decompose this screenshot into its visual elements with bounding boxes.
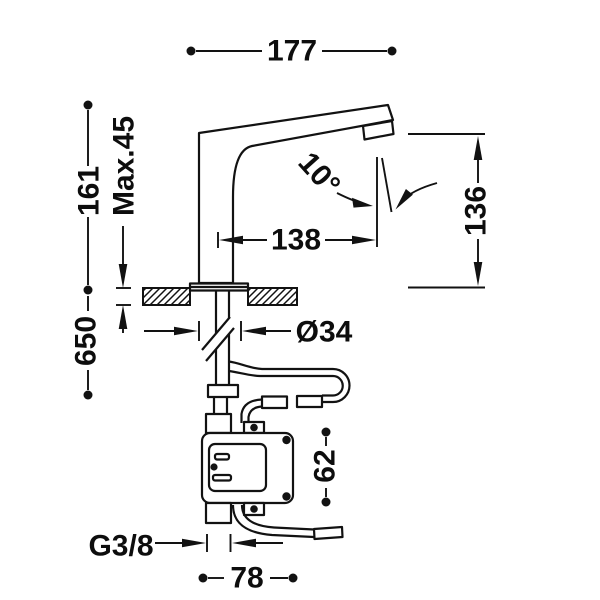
aerator-outlet — [361, 119, 395, 141]
connector-cable-inner — [247, 405, 263, 423]
hose-and-cables — [228, 360, 351, 541]
stream-tilted-line — [381, 157, 393, 213]
dim-label-138: 138 — [271, 224, 321, 257]
dim-dot — [321, 427, 331, 437]
dim-box-width: 78 — [198, 562, 298, 595]
dim-reach: 138 — [217, 224, 376, 257]
pipe-break-mask — [202, 317, 234, 361]
cable-connector-left — [260, 395, 289, 410]
dim-dot — [83, 100, 93, 110]
label-dot — [210, 463, 218, 471]
dim-dot — [83, 390, 93, 400]
dim-dot — [186, 46, 196, 56]
faucet-assembly — [188, 103, 395, 292]
countertop-left-section — [142, 287, 191, 306]
dim-label-g38: G3/8 — [88, 530, 153, 563]
sensor-cable-outer — [231, 504, 315, 539]
supply-hose-outer — [228, 360, 351, 404]
arrowhead-down — [473, 262, 483, 286]
arrowhead-right — [174, 326, 198, 336]
box-screw-bottom-right — [282, 492, 291, 501]
arrowhead-right — [352, 235, 376, 245]
supply-hose-inner — [228, 369, 344, 397]
dim-label-177: 177 — [267, 35, 317, 68]
connection-nut — [206, 383, 240, 399]
pipe-break-line-lower — [205, 327, 235, 362]
top-tab-screw — [250, 423, 258, 432]
label-slot-top — [213, 452, 231, 461]
dim-dot — [83, 285, 93, 295]
sensor-cable-inner — [240, 504, 315, 531]
dim-label-o34: Ø34 — [296, 316, 353, 349]
arrowhead-up — [118, 305, 128, 329]
dim-dot — [387, 46, 397, 56]
label-slot-bottom — [211, 473, 233, 482]
arrowhead-down — [118, 264, 128, 288]
dim-dot — [198, 573, 208, 583]
countertop — [142, 287, 298, 306]
arrowhead-up — [473, 136, 483, 160]
dim-label-62: 62 — [309, 449, 342, 482]
supply-shaft — [201, 290, 240, 414]
dim-label-78: 78 — [230, 562, 263, 595]
control-box — [200, 412, 295, 525]
sensor-cable-terminal — [312, 525, 344, 541]
dim-label-161: 161 — [73, 166, 106, 216]
arrowhead-right — [352, 197, 373, 208]
dim-dot — [288, 573, 298, 583]
dim-dot — [321, 497, 331, 507]
box-label-panel — [207, 442, 268, 493]
connector-cable-outer — [240, 398, 263, 423]
dim-spout-width: 177 — [186, 35, 397, 68]
arrowhead-down-left — [395, 189, 413, 210]
dim-label-max45: Max.45 — [108, 116, 141, 216]
arrowhead-right — [182, 538, 206, 548]
dim-label-136: 136 — [460, 186, 493, 236]
arrowhead-left — [242, 326, 266, 336]
box-top-fitting — [204, 412, 233, 435]
dim-box-height: 62 — [309, 427, 342, 507]
dim-body-diameter: Ø34 — [144, 316, 353, 349]
pipe-break-line-upper — [201, 316, 231, 351]
bottom-tab-screw — [250, 505, 258, 513]
dim-hose-length: 650 — [70, 296, 103, 400]
cable-connector-right — [295, 394, 324, 409]
dim-label-650: 650 — [70, 316, 103, 366]
box-bottom-fitting — [204, 501, 233, 525]
dim-max-deck-thickness: Max.45 — [108, 116, 141, 333]
countertop-right-section — [247, 287, 298, 306]
arrowhead-left — [219, 235, 243, 245]
arrowhead-left — [232, 538, 256, 548]
box-screw-top-right — [282, 435, 291, 445]
dim-thread: G3/8 — [88, 530, 283, 563]
dim-outlet-height: 136 — [408, 133, 493, 289]
dim-height-above-deck: 161 — [73, 100, 106, 295]
faucet-spout-outline — [197, 103, 395, 285]
